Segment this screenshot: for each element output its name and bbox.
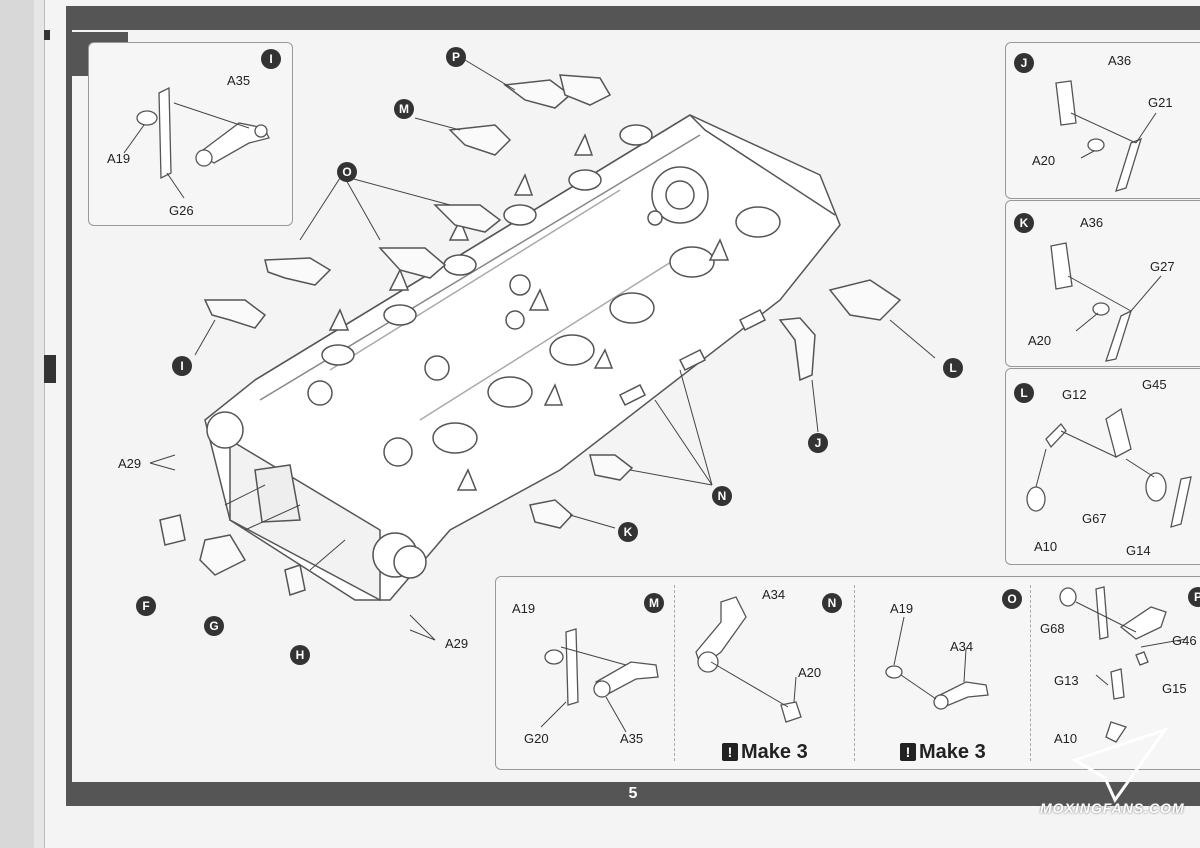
label-g20: G20 [524, 731, 549, 746]
label-g14: G14 [1126, 543, 1151, 558]
label-g68: G68 [1040, 621, 1065, 636]
make-3-note: !Make 3 [900, 741, 986, 764]
label-g46: G46 [1172, 633, 1197, 648]
callout-o: O [337, 162, 357, 182]
label-a34: A34 [950, 639, 974, 654]
label-a19: A19 [512, 601, 536, 616]
panel-n-badge: N [822, 593, 842, 613]
binding-mark-top [44, 30, 50, 40]
panel-bottom: M A19 G20 A35 N A34 A20 !Make 3 O A19 A3… [495, 576, 1200, 770]
label-a10: A10 [1054, 731, 1078, 746]
label-g27: G27 [1150, 259, 1175, 274]
warning-icon: ! [722, 743, 738, 761]
label-a34: A34 [762, 587, 786, 602]
label-a29-top: A29 [118, 456, 142, 471]
panel-m-badge: M [644, 593, 664, 613]
panel-o-badge: O [1002, 589, 1022, 609]
callout-p: P [446, 47, 466, 67]
label-g12: G12 [1062, 387, 1087, 402]
label-a20: A20 [1028, 333, 1052, 348]
label-g26: G26 [169, 203, 194, 218]
label-g15: G15 [1162, 681, 1187, 696]
label-g21: G21 [1148, 95, 1173, 110]
callout-m: M [394, 99, 414, 119]
label-a20: A20 [1032, 153, 1056, 168]
label-g45: G45 [1142, 377, 1167, 392]
callout-k: K [618, 522, 638, 542]
warning-icon: ! [900, 743, 916, 761]
divider [674, 585, 675, 761]
label-a29-bottom: A29 [445, 636, 469, 651]
label-a20: A20 [798, 665, 822, 680]
label-g67: G67 [1082, 511, 1107, 526]
callout-h: H [290, 645, 310, 665]
panel-j-badge: J [1014, 53, 1034, 73]
callout-i: I [172, 356, 192, 376]
callout-j: J [808, 433, 828, 453]
label-a35: A35 [620, 731, 644, 746]
callout-l: L [943, 358, 963, 378]
panel-j: J A36 G21 A20 [1005, 42, 1200, 199]
label-a35: A35 [227, 73, 251, 88]
panel-l-badge: L [1014, 383, 1034, 403]
panel-p-badge: P [1188, 587, 1200, 607]
panel-k: K A36 G27 A20 [1005, 200, 1200, 367]
top-bar [66, 6, 1200, 30]
binding-mark [44, 355, 56, 383]
page-edge [34, 0, 45, 848]
callout-n: N [712, 486, 732, 506]
callout-f: F [136, 596, 156, 616]
label-a19: A19 [890, 601, 914, 616]
panel-l: L G12 G45 G67 A10 G14 [1005, 368, 1200, 565]
watermark-text: MOXINGFANS.COM [1040, 800, 1185, 816]
page-number: 5 [66, 782, 1200, 806]
label-a36: A36 [1108, 53, 1132, 68]
label-a36: A36 [1080, 215, 1104, 230]
label-a10: A10 [1034, 539, 1058, 554]
make-3-note: !Make 3 [722, 741, 808, 764]
left-bar [66, 6, 72, 796]
panel-i: I A35 A19 G26 [88, 42, 293, 226]
label-a19: A19 [107, 151, 131, 166]
label-g13: G13 [1054, 673, 1079, 688]
divider [854, 585, 855, 761]
panel-i-badge: I [261, 49, 281, 69]
divider [1030, 585, 1031, 761]
callout-g: G [204, 616, 224, 636]
panel-k-badge: K [1014, 213, 1034, 233]
